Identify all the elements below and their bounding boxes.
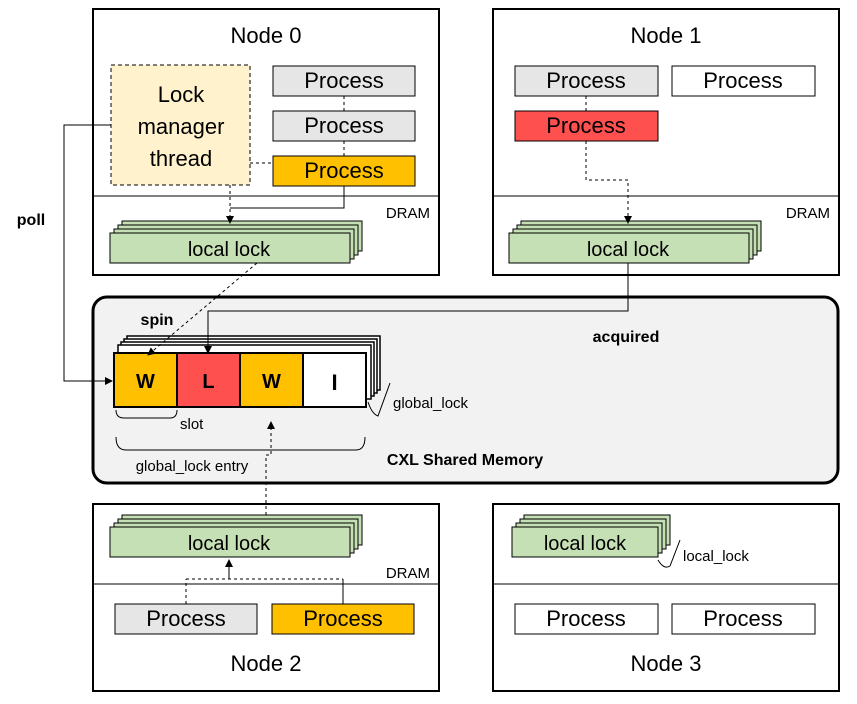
node-2-to-global-arrow bbox=[265, 421, 275, 515]
node-0-local-lock-label: local lock bbox=[188, 239, 271, 261]
node-1-local-lock: local lock bbox=[508, 220, 762, 264]
svg-text:W: W bbox=[262, 371, 281, 393]
node-2: Node 2 DRAM local lock Process Process bbox=[92, 503, 440, 692]
node-2-local-lock: local lock bbox=[109, 514, 363, 558]
svg-text:Process: Process bbox=[304, 158, 383, 183]
global-lock-slot-w2: W bbox=[239, 352, 304, 408]
poll-label: poll bbox=[17, 212, 45, 229]
node-1-local-lock-label: local lock bbox=[587, 239, 670, 261]
entry-brace bbox=[115, 436, 366, 451]
svg-text:Process: Process bbox=[546, 606, 625, 631]
node-0-local-lock: local lock bbox=[109, 220, 363, 264]
svg-text:Process: Process bbox=[146, 606, 225, 631]
node-0: Node 0 DRAM Lock manager thread Process … bbox=[92, 8, 440, 276]
node-3: Node 3 local lock local_lock Process Pro… bbox=[492, 503, 840, 692]
node-2-process-1: Process bbox=[114, 603, 258, 635]
svg-text:Process: Process bbox=[546, 113, 625, 138]
cxl-shared-memory: CXL Shared Memory W L W I slot gl bbox=[91, 295, 840, 485]
node-3-process-1: Process bbox=[514, 603, 659, 635]
node-2-dram-label: DRAM bbox=[386, 565, 430, 582]
svg-text:Process: Process bbox=[703, 606, 782, 631]
slot-label: slot bbox=[180, 416, 204, 433]
poll-arrow bbox=[63, 124, 113, 385]
global-lock-slot-w1: W bbox=[113, 352, 178, 408]
node-1: Node 1 DRAM Process Process Process loca… bbox=[492, 8, 840, 276]
lock-manager-line-3: thread bbox=[150, 146, 212, 171]
svg-text:L: L bbox=[202, 371, 214, 393]
svg-text:Process: Process bbox=[303, 606, 382, 631]
lock-manager-thread: Lock manager thread bbox=[110, 64, 251, 186]
node-2-title: Node 2 bbox=[231, 651, 302, 676]
node-1-process-2: Process bbox=[671, 65, 816, 97]
acquired-arrow bbox=[204, 263, 629, 354]
slot-brace bbox=[115, 409, 178, 419]
global-lock-slot-l: L bbox=[176, 352, 241, 408]
node-1-process-3: Process bbox=[514, 110, 659, 142]
global-lock-bracket bbox=[367, 382, 391, 417]
svg-text:Process: Process bbox=[546, 68, 625, 93]
node-3-local-lock: local lock bbox=[511, 514, 671, 558]
node-1-title: Node 1 bbox=[631, 23, 702, 48]
acquired-label: acquired bbox=[593, 329, 660, 346]
node-3-process-2: Process bbox=[671, 603, 816, 635]
node-2-local-lock-label: local lock bbox=[188, 533, 271, 555]
local-lock-bracket bbox=[657, 539, 681, 568]
node-0-process-1: Process bbox=[272, 65, 416, 97]
svg-text:I: I bbox=[331, 370, 337, 395]
lock-manager-line-2: manager bbox=[138, 114, 225, 139]
svg-text:Process: Process bbox=[304, 113, 383, 138]
node-3-local-lock-label: local lock bbox=[544, 533, 627, 555]
entry-label: global_lock entry bbox=[136, 458, 249, 475]
node-0-dram-label: DRAM bbox=[386, 205, 430, 222]
svg-text:Process: Process bbox=[304, 68, 383, 93]
cxl-title: CXL Shared Memory bbox=[387, 452, 543, 469]
svg-text:W: W bbox=[136, 371, 155, 393]
node-1-process-1: Process bbox=[514, 65, 659, 97]
node-0-process-3: Process bbox=[272, 155, 416, 187]
node-3-title: Node 3 bbox=[631, 651, 702, 676]
node-0-title: Node 0 bbox=[231, 23, 302, 48]
global-lock-slot-i: I bbox=[302, 352, 367, 408]
global-lock-label: global_lock bbox=[393, 395, 469, 412]
local-lock-annotation: local_lock bbox=[683, 548, 749, 565]
svg-text:Process: Process bbox=[703, 68, 782, 93]
node-0-process-2: Process bbox=[272, 110, 416, 142]
node-1-dram-label: DRAM bbox=[786, 205, 830, 222]
spin-label: spin bbox=[141, 312, 174, 329]
node-2-process-2: Process bbox=[271, 603, 415, 635]
lock-manager-line-1: Lock bbox=[158, 82, 205, 107]
